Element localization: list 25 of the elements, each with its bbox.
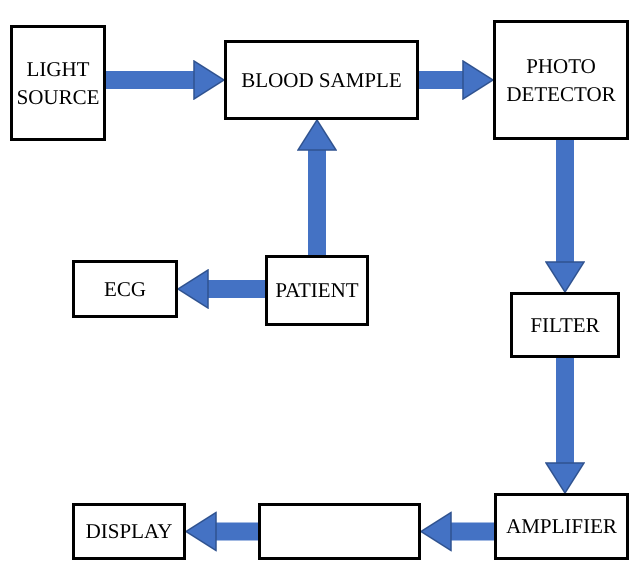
box-label: DISPLAY xyxy=(84,518,174,546)
block-arrow xyxy=(420,512,494,552)
block-arrow xyxy=(545,358,585,494)
process-box xyxy=(494,493,629,560)
process-box xyxy=(224,40,419,120)
process-box xyxy=(265,255,369,326)
empty-box xyxy=(258,503,421,560)
box-label: PHOTO DETECTOR xyxy=(505,52,617,108)
process-box xyxy=(72,503,186,560)
block-arrow xyxy=(545,140,585,293)
box-label: BLOOD SAMPLE xyxy=(240,66,403,94)
box-label: LIGHT SOURCE xyxy=(16,56,100,111)
block-arrow xyxy=(177,269,265,309)
block-arrow xyxy=(419,60,494,100)
process-box xyxy=(72,260,178,318)
process-box xyxy=(10,25,106,141)
block-arrow xyxy=(185,512,258,552)
process-box xyxy=(493,20,629,140)
block-arrow xyxy=(297,119,337,255)
box-label: ECG xyxy=(103,276,147,303)
box-label: AMPLIFIER xyxy=(505,513,618,540)
process-box xyxy=(510,292,620,358)
box-label: FILTER xyxy=(529,312,601,339)
block-arrow xyxy=(106,60,225,100)
box-label: PATIENT xyxy=(274,277,360,304)
